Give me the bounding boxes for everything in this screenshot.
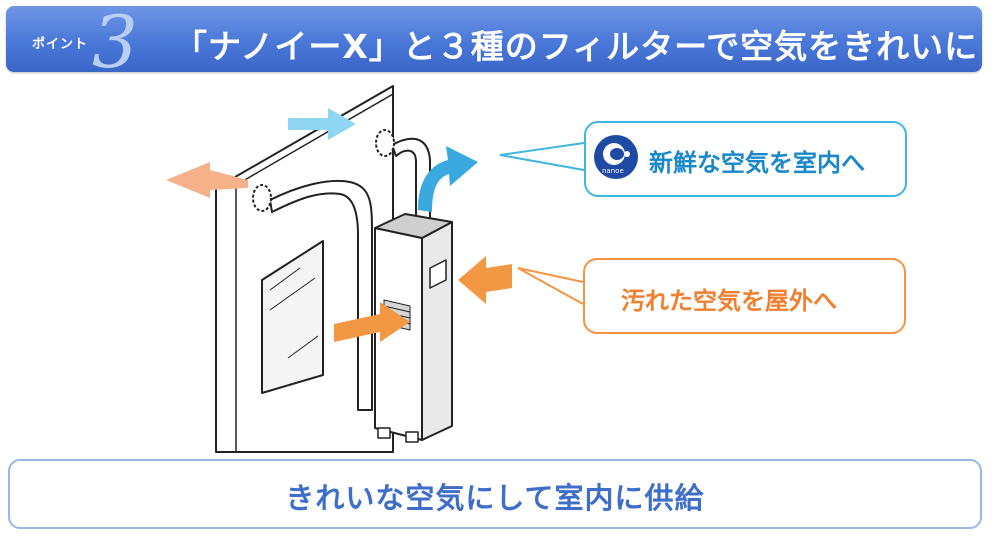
unit-top: [374, 213, 453, 239]
arrow-exhaust-top: [288, 108, 356, 140]
grille-line: [383, 305, 411, 313]
unit-foot: [405, 431, 419, 443]
nanoe-logo-icon: nanoe: [594, 135, 638, 179]
wall-vent-left: [252, 184, 272, 212]
arrow-intake-right: [458, 256, 512, 304]
nanoe-logo-text: nanoe: [602, 167, 624, 175]
unit-foot: [377, 427, 391, 439]
window-glint: [269, 267, 301, 291]
callout-fresh-pointer: [499, 142, 585, 171]
footer-summary-text: きれいな空気にして室内に供給: [285, 481, 705, 515]
callout-dirty-text: 汚れた空気を屋外へ: [621, 287, 837, 315]
wall-vent-right: [375, 129, 395, 157]
duct-exhaust: [269, 179, 373, 411]
header-banner: ポイント 3 「ナノイーX」と３種のフィルターで空気をきれいに: [6, 2, 982, 82]
unit-side: [421, 221, 453, 441]
callout-fresh-text: 新鮮な空気を室内へ: [649, 149, 865, 177]
window: [261, 240, 324, 394]
arrow-intake-front: [334, 302, 410, 342]
airflow-arrows: [166, 108, 585, 342]
wall-inner-edge: [235, 93, 394, 186]
footer-summary-box: きれいな空気にして室内に供給: [8, 459, 982, 529]
callout-fresh-air: nanoe 新鮮な空気を室内へ: [584, 121, 907, 197]
callout-dirty-air: 汚れた空気を屋外へ: [583, 258, 906, 334]
page-title: 「ナノイーX」と３種のフィルターで空気をきれいに: [174, 27, 979, 66]
arrow-exhaust-left: [166, 162, 248, 198]
callout-dirty-pointer: [517, 267, 584, 305]
point-label: ポイント: [32, 37, 89, 52]
unit-display: [429, 259, 447, 289]
window-glint: [269, 277, 316, 311]
point-number: 3: [92, 0, 138, 84]
window-glint: [287, 335, 319, 359]
arrow-supply-up: [418, 146, 478, 212]
